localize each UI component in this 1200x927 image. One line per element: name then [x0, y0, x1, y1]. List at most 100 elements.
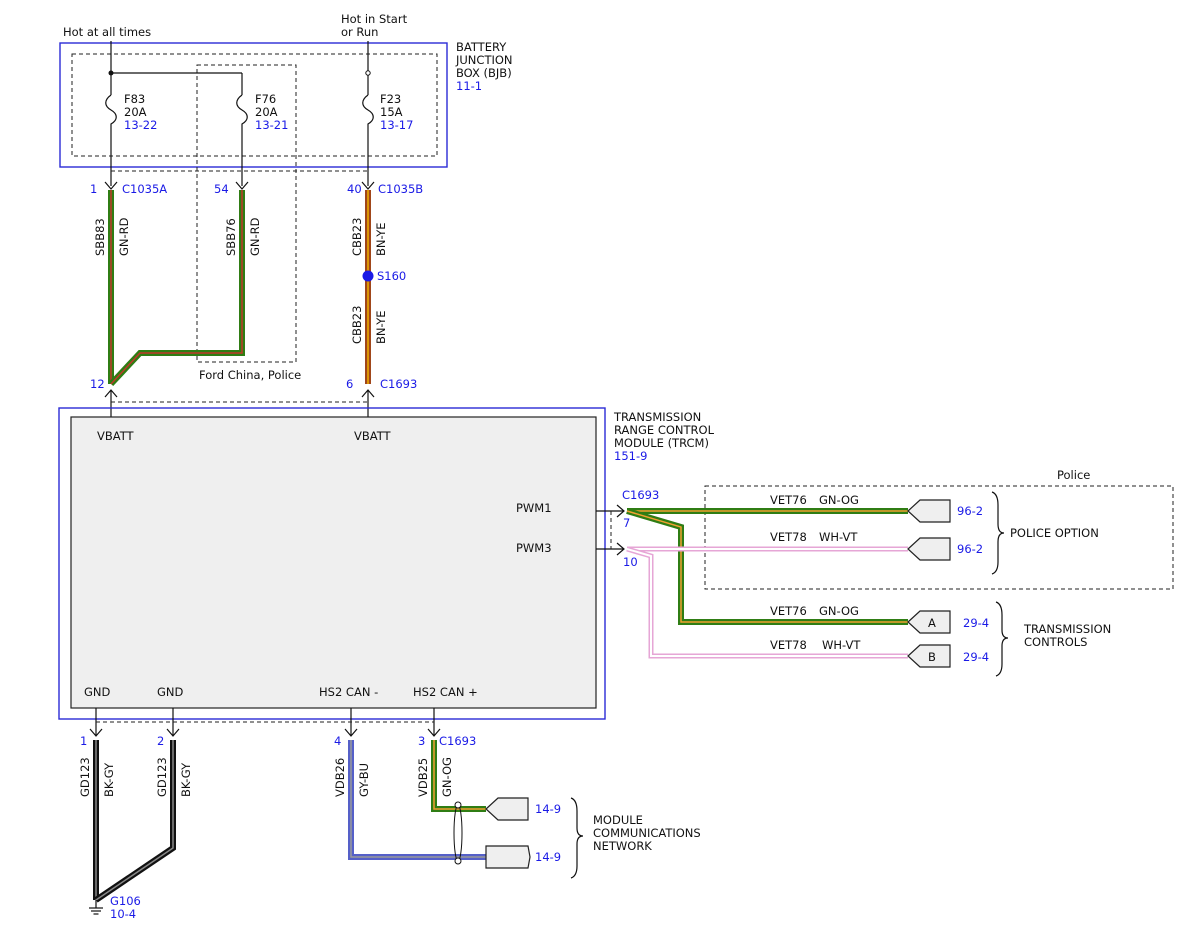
cbb23-a-color: BN-YE — [374, 222, 388, 256]
wire-vet78-trans — [626, 546, 908, 659]
wire-vdb26 — [348, 740, 486, 860]
fuse-f23-rating: 15A — [380, 105, 403, 119]
trcm-gnd-2: GND — [157, 685, 184, 699]
trans-controls-brace — [995, 601, 1009, 677]
pin-40-label: 40 — [347, 182, 362, 196]
pin-10-chevron — [616, 542, 625, 556]
police-ref-1: 96-2 — [957, 504, 983, 518]
vdb25-color: GN-OG — [440, 757, 454, 797]
trcm-hs2-can-plus: HS2 CAN + — [413, 685, 478, 699]
feed-right-dot — [365, 70, 371, 76]
bjb-ref: 11-1 — [456, 79, 482, 93]
pin-10-label: 10 — [623, 555, 638, 569]
vet76-trans-color: GN-OG — [819, 604, 859, 618]
sbb83-color: GN-RD — [117, 217, 131, 256]
trans-connector-b-label: B — [928, 650, 936, 664]
hot-in-start-label-2: or Run — [341, 25, 378, 39]
pin-7-chevron — [616, 504, 625, 518]
hot-in-start-label-1: Hot in Start — [341, 12, 408, 26]
vdb25-label: VDB25 — [416, 758, 430, 797]
trcm-pwm3: PWM3 — [516, 541, 552, 555]
wire-sbb76-stripe — [110, 190, 243, 385]
wire-gd123-b-stripe — [95, 740, 174, 901]
fuse-f76-ref: 13-21 — [255, 118, 288, 132]
trcm-ref: 151-9 — [614, 449, 647, 463]
gd123-a-label: GD123 — [78, 757, 92, 797]
ground-ref: 10-4 — [110, 907, 136, 921]
sbb83-label: SBB83 — [93, 218, 107, 256]
trcm-body — [70, 416, 597, 709]
trans-connector-b — [907, 644, 951, 668]
trcm-frame — [58, 407, 606, 720]
pin-c1035b-chevron — [361, 181, 375, 190]
bjb-title-2: JUNCTION — [455, 53, 513, 67]
pin-b2-chevron — [166, 728, 180, 737]
bjb-title-3: BOX (BJB) — [456, 66, 512, 80]
mcn-connector-2 — [485, 845, 531, 869]
pin-b3-chevron — [427, 728, 441, 737]
wire-vet78-trans-inner — [626, 548, 908, 657]
pin-6-label: 6 — [346, 377, 353, 391]
trcm-title-2: RANGE CONTROL — [614, 423, 715, 437]
fuse-f23-symbol — [362, 94, 374, 186]
trans-connector-a-label: A — [928, 616, 936, 630]
trcm-hs2-can-minus: HS2 CAN - — [319, 685, 378, 699]
c1035b-label: C1035B — [378, 182, 423, 196]
mcn-label-3: NETWORK — [593, 839, 652, 853]
fuse-f76-name: F76 — [255, 92, 276, 106]
vet78-police-label: VET78 — [770, 530, 807, 544]
vdb26-color: GY-BU — [357, 763, 371, 797]
trcm-gnd-1: GND — [84, 685, 111, 699]
ford-china-police-dashed-box — [196, 64, 297, 363]
vet78-police-color: WH-VT — [819, 530, 858, 544]
wire-vdb25-stripe — [433, 740, 486, 810]
police-option-label: POLICE OPTION — [1010, 526, 1099, 540]
gd123-a-color: BK-GY — [102, 762, 116, 797]
twisted-pair-icon — [453, 801, 463, 865]
trcm-vbatt-1: VBATT — [97, 429, 135, 443]
wire-vdb26-stripe — [350, 740, 486, 858]
pin-54-chevron — [235, 181, 249, 190]
ford-china-police-label: Ford China, Police — [199, 368, 301, 382]
police-option-brace — [991, 491, 1005, 575]
c1035a-label: C1035A — [122, 182, 167, 196]
fuse-f83-ref: 13-22 — [124, 118, 157, 132]
pin-b1-chevron — [89, 728, 103, 737]
mcn-brace — [570, 797, 584, 879]
trcm-vbatt-2: VBATT — [354, 429, 392, 443]
fuse-f23-name: F23 — [380, 92, 401, 106]
bjb-frame — [59, 42, 448, 168]
police-connector-1 — [907, 499, 951, 523]
trcm-title-1: TRANSMISSION — [613, 410, 701, 424]
feed-junction-dot — [108, 70, 114, 76]
bottom-pin-2: 2 — [157, 734, 164, 748]
sbb76-label: SBB76 — [224, 218, 238, 256]
mcn-label-2: COMMUNICATIONS — [593, 826, 701, 840]
trans-controls-label-2: CONTROLS — [1024, 635, 1087, 649]
splice-s160 — [362, 270, 374, 282]
vet76-trans-label: VET76 — [770, 604, 807, 618]
wire-vet76-trans — [626, 508, 908, 625]
hot-at-all-times-label: Hot at all times — [63, 25, 151, 39]
bjb-title-1: BATTERY — [456, 40, 507, 54]
trcm-title-3: MODULE (TRCM) — [614, 436, 709, 450]
gd123-b-color: BK-GY — [179, 762, 193, 797]
trans-controls-label-1: TRANSMISSION — [1023, 622, 1111, 636]
mcn-ref-1: 14-9 — [535, 802, 561, 816]
vet78-trans-label: VET78 — [770, 638, 807, 652]
ground-icon — [89, 900, 103, 915]
gd123-b-label: GD123 — [155, 757, 169, 797]
vet76-police-color: GN-OG — [819, 493, 859, 507]
ground-g106-label: G106 — [110, 894, 141, 908]
trcm-pwm1: PWM1 — [516, 501, 552, 515]
mcn-ref-2: 14-9 — [535, 850, 561, 864]
pin-12-label: 12 — [90, 377, 105, 391]
pin-7-label: 7 — [623, 516, 630, 530]
police-ref-2: 96-2 — [957, 542, 983, 556]
mcn-connector-1 — [485, 797, 529, 821]
mcn-label-1: MODULE — [593, 813, 643, 827]
sbb76-color: GN-RD — [248, 217, 262, 256]
trans-connector-a — [907, 610, 951, 634]
fuse-f83-rating: 20A — [124, 105, 147, 119]
